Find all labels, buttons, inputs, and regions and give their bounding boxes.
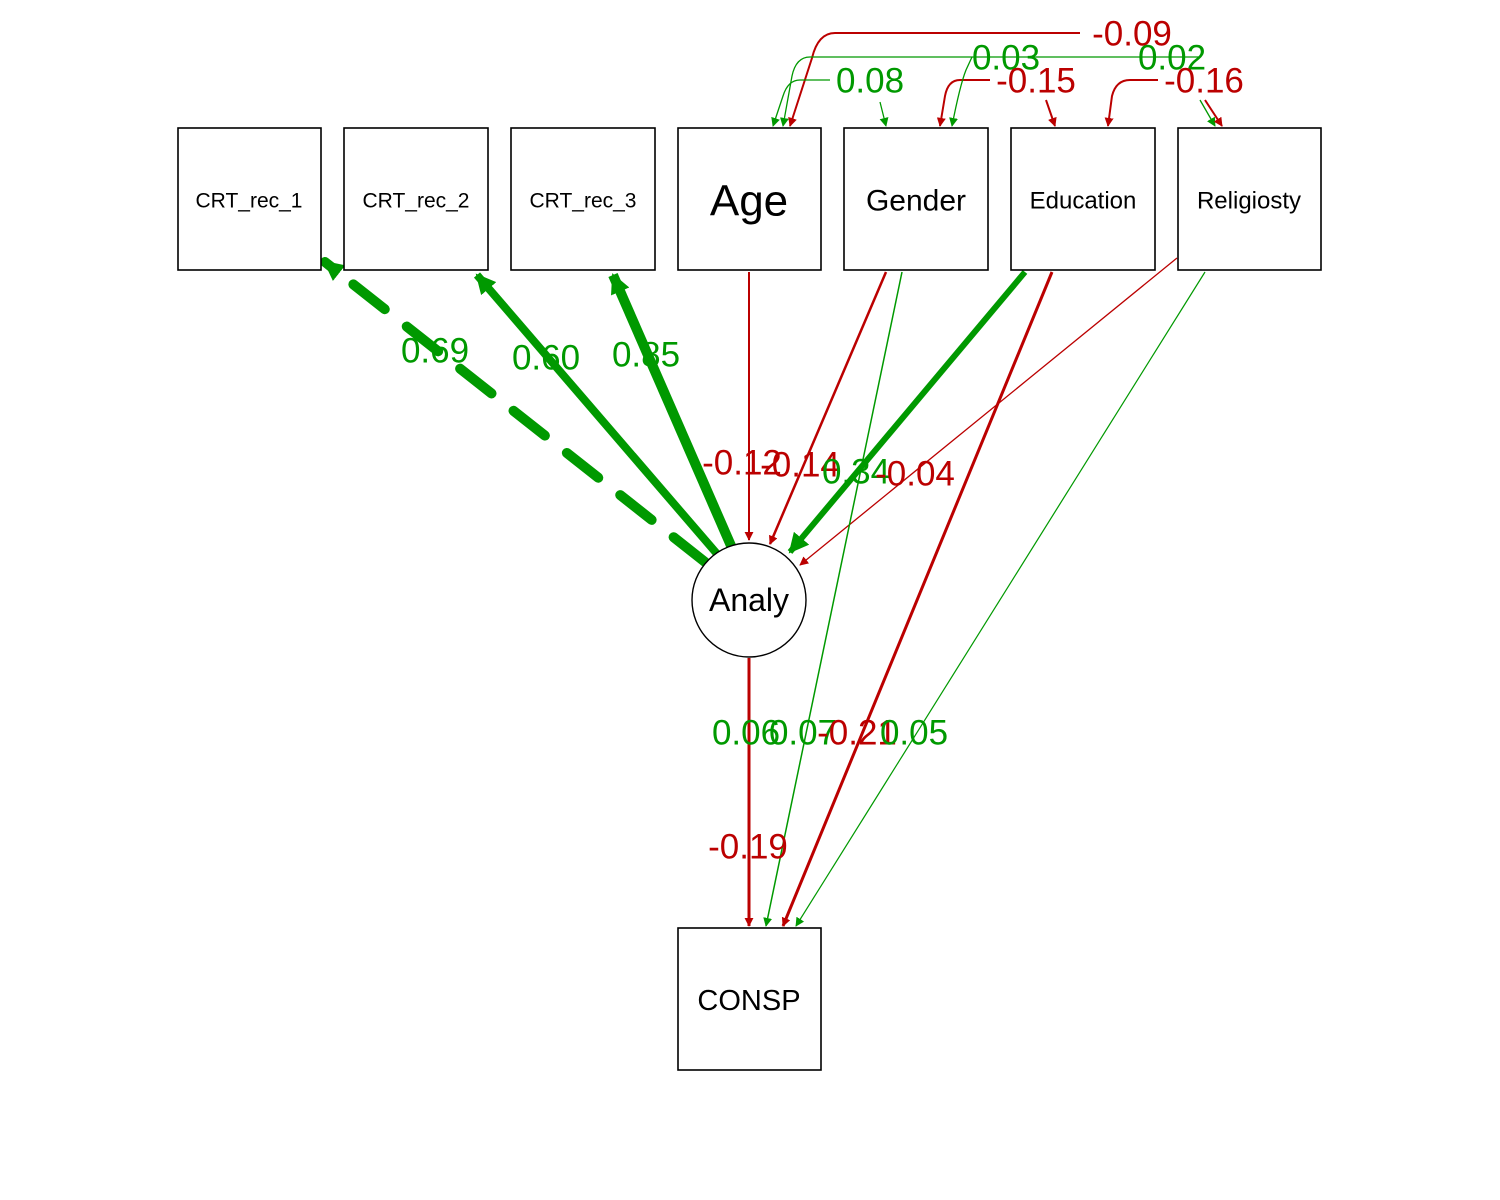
label-education-consp: -0.21 [817,714,897,753]
node-crt-rec-3-label: CRT_rec_3 [530,190,637,213]
node-education [1010,127,1156,271]
edge-age-gender-tail [879,101,889,127]
label-gender-consp: 0.07 [769,714,837,753]
node-gender-label: Gender [866,185,966,218]
edge-education-consp [781,271,1054,927]
edge-age-education [780,56,1200,127]
node-age [677,127,822,271]
node-consp [677,927,822,1071]
label-analy-crt1: 0.69 [401,332,469,371]
label-age-gender: 0.08 [836,62,904,101]
node-analy [691,542,807,658]
edge-gender-religiosty [949,56,973,127]
edge-gender-religiosty-tail [1199,99,1216,127]
node-age-label: Age [710,177,788,226]
label-education-analy: 0.34 [822,453,890,492]
edge-gender-education-tail [1045,99,1057,127]
edge-age-religiosty [788,32,1080,127]
node-crt-rec-2-label: CRT_rec_2 [363,190,470,213]
edge-religiosty-consp [795,271,1206,927]
node-consp-label: CONSP [697,985,800,1017]
node-crt-rec-1 [177,127,322,271]
edge-education-analy [787,270,1028,554]
node-religiosty [1177,127,1322,271]
edge-education-religiosty-tail [1204,99,1223,127]
node-crt-rec-1-label: CRT_rec_1 [196,190,303,213]
edge-education-religiosty [1104,79,1158,127]
label-analy-crt2: 0.60 [512,339,580,378]
node-education-label: Education [1030,188,1137,215]
node-gender [843,127,989,271]
node-crt-rec-2 [343,127,489,271]
label-age-analy: -0.12 [702,444,782,483]
label-analy-crt3: 0.85 [612,336,680,375]
edge-gender-education [936,79,990,127]
node-crt-rec-3 [510,127,656,271]
edge-analy-crt1 [320,257,710,567]
edge-age-gender [771,79,830,127]
node-analy-label: Analy [709,582,789,618]
label-analy-consp: -0.19 [708,828,788,867]
label-age-education: 0.03 [972,39,1040,78]
label-age-consp: 0.06 [712,714,780,753]
edge-gender-analy [768,271,888,545]
label-gender-religiosty: 0.02 [1138,39,1206,78]
label-gender-education: -0.15 [996,62,1076,101]
edge-analy-crt3 [608,273,737,550]
label-education-religiosty: -0.16 [1164,62,1244,101]
edge-gender-consp [763,271,903,927]
edge-analy-crt2 [473,272,722,558]
node-religiosty-label: Religiosty [1197,188,1301,215]
edge-religiosty-analy [799,257,1178,566]
label-gender-analy: -0.14 [760,446,840,485]
label-age-religiosty: -0.09 [1092,15,1172,54]
label-religiosty-analy: -0.04 [875,455,955,494]
label-religiosty-consp: 0.05 [880,714,948,753]
